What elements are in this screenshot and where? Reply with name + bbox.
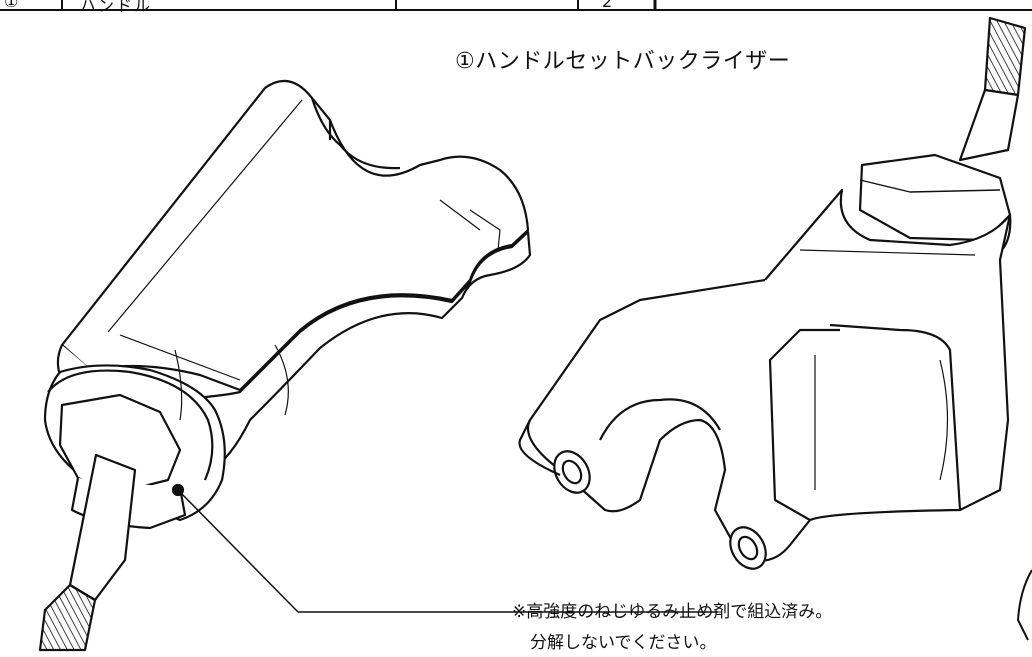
left-riser-drawing xyxy=(38,79,532,652)
header-table-row xyxy=(0,0,1032,11)
edge-partial-drawing xyxy=(1016,569,1032,641)
header-part-qty: 2 xyxy=(602,0,613,11)
assembly-note-line2: 分解しないでください。 xyxy=(530,633,717,653)
right-riser-drawing xyxy=(518,16,1027,570)
assembly-note-line1: ※高強度のねじゆるみ止め剤で組込済み。 xyxy=(512,602,833,622)
header-part-name: ハンドル xyxy=(80,0,153,15)
leader-line xyxy=(177,489,718,613)
header-part-number: ① xyxy=(4,0,19,11)
diagram-title: ①ハンドルセットバックライザー xyxy=(455,49,791,74)
